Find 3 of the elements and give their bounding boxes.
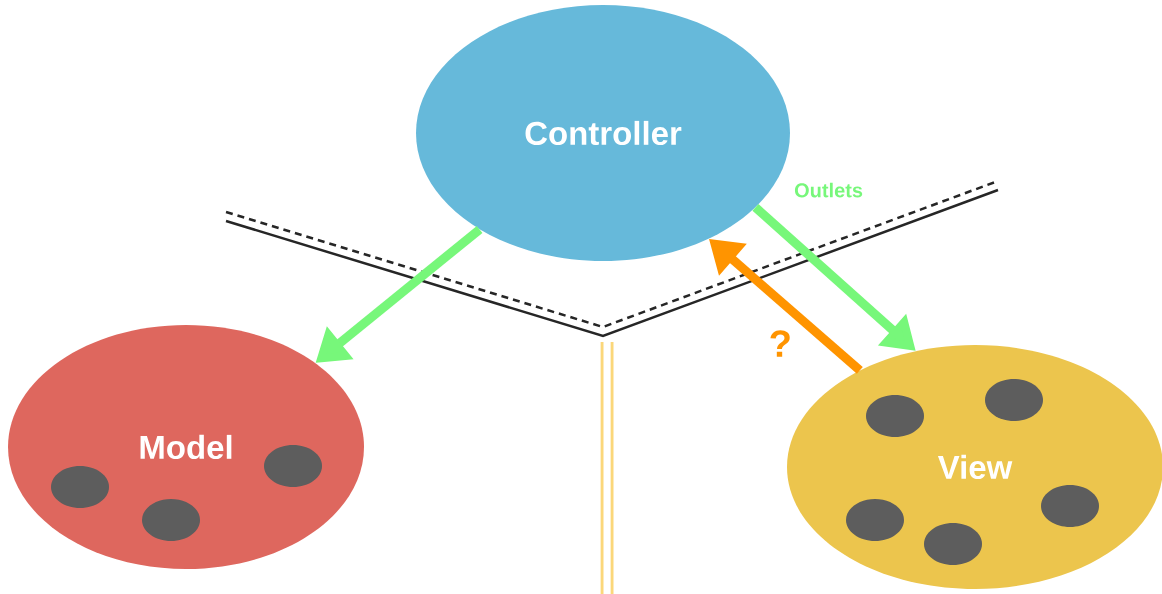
ellipse-node: Model bbox=[8, 325, 364, 569]
edge-label: ? bbox=[770, 330, 790, 357]
edge-label: Outlets bbox=[794, 182, 863, 198]
